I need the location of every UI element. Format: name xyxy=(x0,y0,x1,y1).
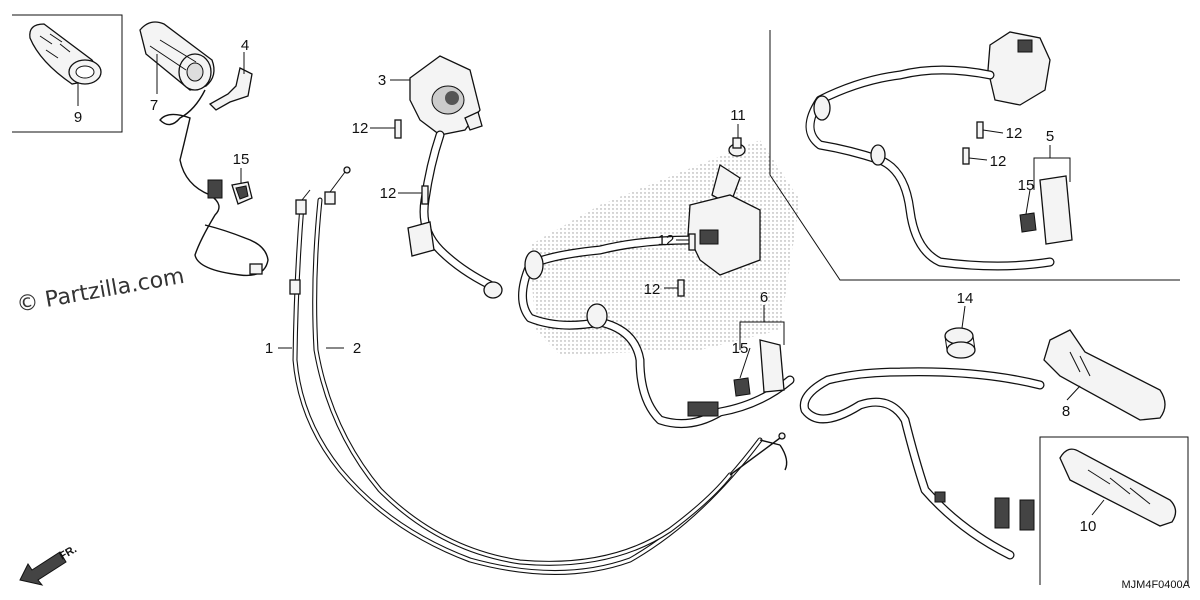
callout-11: 11 xyxy=(730,107,746,124)
callout-12-f: 12 xyxy=(990,153,1007,170)
callout-12-a: 12 xyxy=(352,120,369,137)
grip-heater-right xyxy=(799,329,1166,560)
callout-12-b: 12 xyxy=(380,185,397,202)
callout-3: 3 xyxy=(378,72,386,89)
callout-12-c: 12 xyxy=(658,232,675,249)
throttle-cable-1 xyxy=(292,202,763,575)
callout-12-e: 12 xyxy=(1006,125,1023,142)
clip-14 xyxy=(231,181,253,205)
callout-2: 2 xyxy=(353,340,361,357)
cable-ends xyxy=(289,166,788,476)
direction-label: FR. xyxy=(58,543,79,562)
throttle-sensor-wire xyxy=(159,89,269,277)
left-handlebar-switch xyxy=(407,55,503,299)
callout-14: 15 xyxy=(233,151,250,168)
callout-1: 1 xyxy=(265,340,273,357)
grip-rubber-right xyxy=(1059,448,1177,527)
watermark: © Partzilla.com xyxy=(15,264,187,318)
callout-8: 8 xyxy=(1062,403,1070,420)
callout-10: 10 xyxy=(1080,518,1097,535)
callout-7: 7 xyxy=(150,97,158,114)
inset-box-grip-right xyxy=(1039,436,1189,585)
callout-9: 9 xyxy=(74,109,82,126)
inset-box-grip-left xyxy=(12,14,123,133)
callout-15-a: 15 xyxy=(732,340,749,357)
clip-15-center xyxy=(733,377,751,397)
screw-11 xyxy=(728,137,746,157)
grip-rubber-left xyxy=(29,23,102,85)
bracket xyxy=(208,67,253,111)
inset-box-switch-right xyxy=(769,30,1180,281)
callouts: 9 7 4 3 12 12 15 11 12 12 1 2 6 15 5 15 … xyxy=(74,37,1097,535)
right-handlebar-switch xyxy=(805,31,1073,271)
callout-15-b: 15 xyxy=(1018,177,1035,194)
callout-6: 6 xyxy=(760,289,768,306)
callout-13: 14 xyxy=(957,290,974,307)
callout-12-d: 12 xyxy=(644,281,661,298)
band-13 xyxy=(944,327,976,359)
throttle-cable-2 xyxy=(312,197,733,566)
center-handlebar-switch xyxy=(518,163,795,429)
front-arrow-icon xyxy=(19,551,67,586)
callout-4: 4 xyxy=(241,37,249,54)
leader-lines xyxy=(77,52,1105,516)
diagram-code: MJM4F0400A xyxy=(1122,579,1191,591)
throttle-grip xyxy=(139,21,215,91)
callout-5: 5 xyxy=(1046,128,1054,145)
